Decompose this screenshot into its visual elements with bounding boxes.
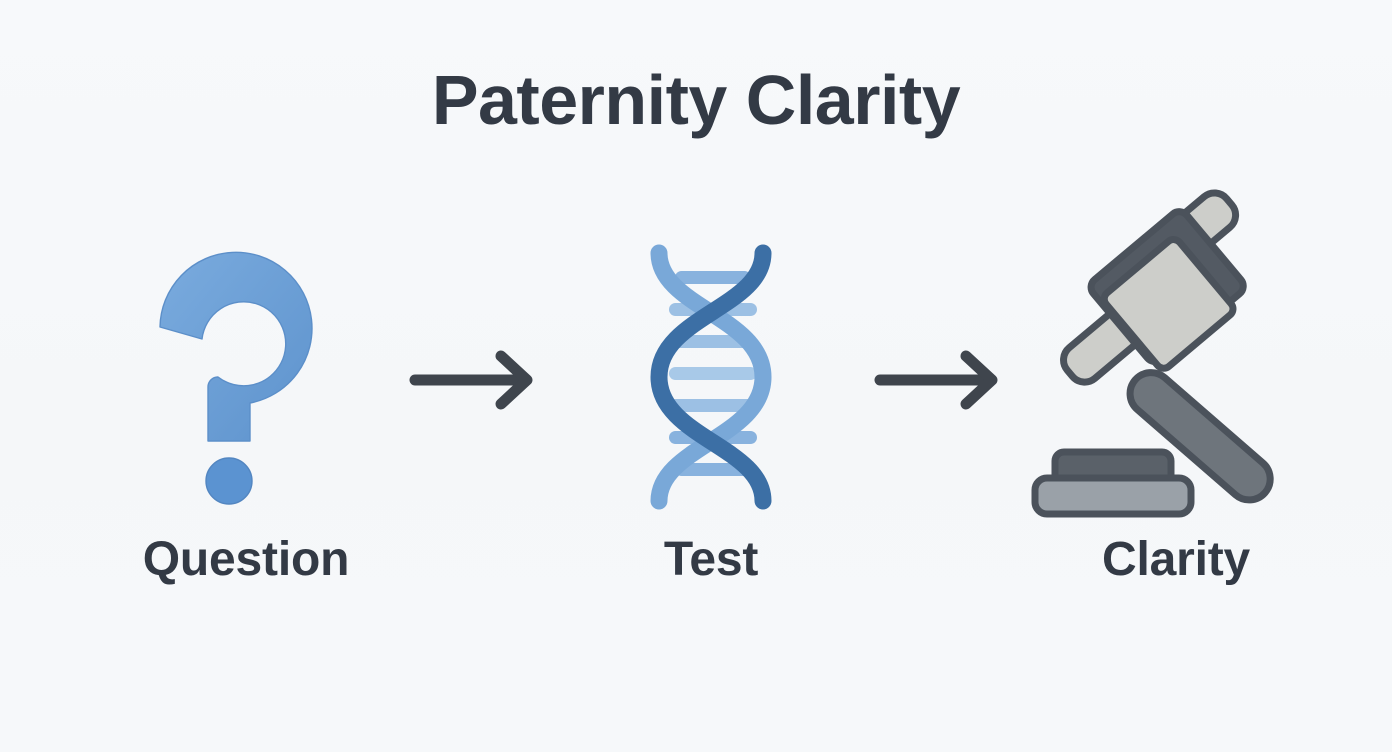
process-flow [96,189,1296,530]
flow-connector-1 [396,230,561,530]
flow-step-label-question: Question [142,533,350,586]
gavel-icon [1031,189,1274,518]
page-title: Paternity Clarity [431,61,961,139]
question-mark-dot [205,457,253,505]
gavel-sound-block-base [1031,474,1195,518]
flow-step-clarity [1026,189,1326,530]
gavel-handle [1126,369,1274,504]
question-mark-icon [159,251,313,505]
dna-strand-light [650,244,772,510]
dna-helix-icon [650,244,772,510]
flow-connector-2 [861,230,1026,530]
flow-step-test [561,230,861,530]
arrow-right-icon [874,350,997,410]
dna-strand-dark [650,244,772,510]
flow-step-label-test: Test [663,533,759,586]
flow-step-question [96,230,396,530]
gavel-head [1100,236,1237,372]
arrow-right-icon [409,350,532,410]
flow-step-label-clarity: Clarity [1102,533,1250,586]
